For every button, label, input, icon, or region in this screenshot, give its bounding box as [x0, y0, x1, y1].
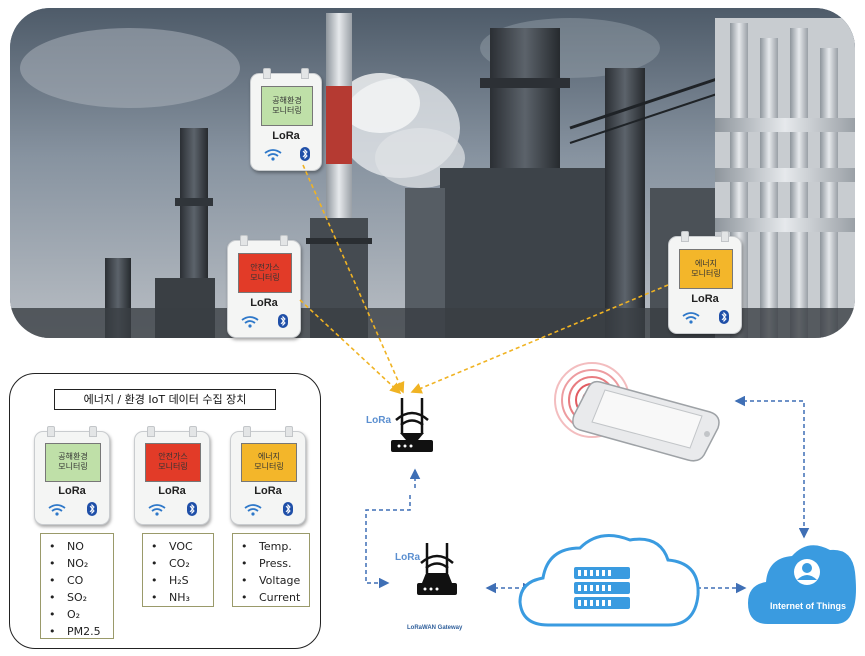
pollution-monitor-device: 공해환경 모니터링 LoRa: [34, 426, 110, 525]
device-screen: 에너지 모니터링: [241, 443, 297, 482]
list-item: SO₂: [49, 589, 113, 606]
list-item: NO₂: [49, 555, 113, 572]
smartphone-icon: [554, 362, 720, 462]
list-item: NO: [49, 538, 113, 555]
wifi-icon: [48, 503, 66, 516]
gateway-antenna-icon: [417, 543, 457, 595]
energy-measurements-list: Temp. Press. Voltage Current: [232, 533, 310, 607]
gateway-lora-label: LoRa: [395, 552, 420, 563]
device-screen: 에너지 모니터링: [679, 248, 733, 289]
device-screen: 안전가스 모니터링: [238, 252, 292, 293]
safety-gas-measurements-list: VOC CO₂ H₂S NH₃: [142, 533, 214, 607]
lora-label: LoRa: [158, 485, 186, 498]
energy-monitor-device: 에너지 모니터링 LoRa: [668, 231, 742, 334]
wifi-icon: [148, 503, 166, 516]
energy-monitor-device: 에너지 모니터링 LoRa: [230, 426, 306, 525]
industrial-plant-photo: [10, 8, 855, 338]
safety-gas-monitor-device: 안전가스 모니터링 LoRa: [227, 235, 301, 338]
safety-gas-monitor-device: 안전가스 모니터링 LoRa: [134, 426, 210, 525]
lora-label: LoRa: [691, 292, 719, 305]
wifi-icon: [682, 312, 700, 324]
pollution-monitor-device: 공해환경 모니터링 LoRa: [250, 68, 322, 171]
antenna-tower-icon: [391, 398, 433, 452]
iot-cloud-icon: [748, 545, 856, 624]
list-item: Press.: [241, 555, 309, 572]
lora-uplink-lines: [299, 164, 669, 395]
bluetooth-icon: [299, 147, 310, 162]
plant-illustration: [10, 8, 855, 338]
bluetooth-icon: [719, 310, 730, 325]
list-item: Current: [241, 589, 309, 606]
user-icon: [794, 559, 820, 585]
pollution-measurements-list: NO NO₂ CO SO₂ O₂ PM2.5: [40, 533, 114, 639]
bluetooth-icon: [87, 501, 98, 516]
lora-label: LoRa: [58, 485, 86, 498]
list-item: CO: [49, 572, 113, 589]
list-item: CO₂: [151, 555, 213, 572]
list-item: O₂: [49, 606, 113, 623]
wifi-icon: [241, 316, 259, 328]
device-screen: 안전가스 모니터링: [145, 443, 201, 482]
list-item: VOC: [151, 538, 213, 555]
panel-title: 에너지 / 환경 IoT 데이터 수집 장치: [54, 389, 276, 410]
gateway-caption: LoRaWAN Gateway: [407, 625, 463, 631]
list-item: Temp.: [241, 538, 309, 555]
device-screen: 공해환경 모니터링: [45, 443, 101, 482]
lora-label: LoRa: [254, 485, 282, 498]
bluetooth-icon: [278, 314, 289, 329]
device-screen: 공해환경 모니터링: [260, 85, 314, 126]
wifi-icon: [244, 503, 262, 516]
cloud-server-icon: [518, 534, 700, 627]
lora-node-label: LoRa: [366, 415, 391, 426]
wifi-icon: [264, 149, 282, 161]
bluetooth-icon: [283, 501, 294, 516]
bluetooth-icon: [187, 501, 198, 516]
iot-cloud-label: Internet of Things: [770, 601, 846, 611]
list-item: NH₃: [151, 589, 213, 606]
list-item: PM2.5: [49, 623, 113, 640]
list-item: Voltage: [241, 572, 309, 589]
lora-label: LoRa: [272, 129, 300, 142]
list-item: H₂S: [151, 572, 213, 589]
lora-label: LoRa: [250, 296, 278, 309]
server-rack-icon: [574, 567, 630, 609]
